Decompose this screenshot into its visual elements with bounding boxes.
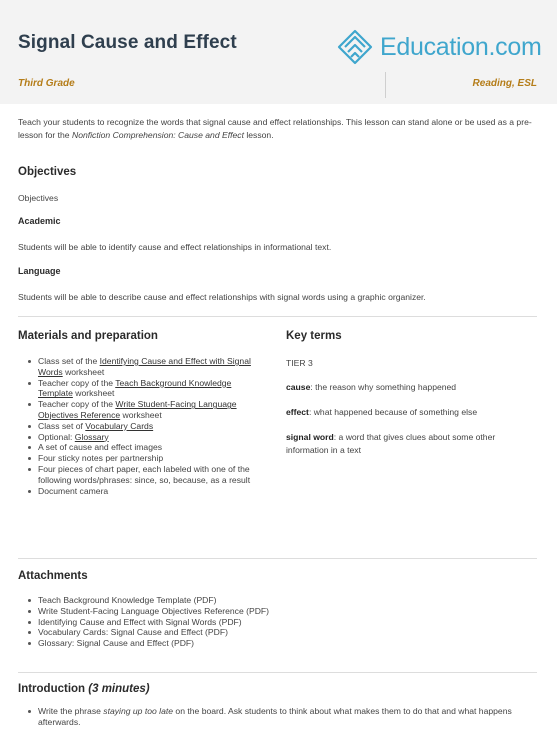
attachment-item[interactable]: Write Student-Facing Language Objectives… [26,606,526,617]
glossary-link[interactable]: Glossary [74,431,109,442]
materials-item: Four sticky notes per partnership [26,453,266,464]
key-terms-heading: Key terms [286,330,342,342]
intro-lesson-title: Nonfiction Comprehension: Cause and Effe… [71,129,244,140]
section-divider [18,558,537,559]
objectives-heading: Objectives [18,166,77,178]
materials-list: Class set of the Identifying Cause and E… [26,356,266,496]
materials-item: Teacher copy of the Teach Background Kno… [26,378,266,400]
language-heading: Language [18,266,61,276]
worksheet-link[interactable]: Identifying Cause and Effect with Signal… [38,356,251,377]
attachment-item[interactable]: Vocabulary Cards: Signal Cause and Effec… [26,627,526,638]
attachment-item[interactable]: Teach Background Knowledge Template (PDF… [26,595,526,606]
introduction-time: (3 minutes) [88,683,150,695]
materials-item: Class set of the Identifying Cause and E… [26,356,266,378]
materials-item: Four pieces of chart paper, each labeled… [26,464,266,486]
materials-item: Document camera [26,486,266,497]
header-divider [385,72,386,98]
attachments-list: Teach Background Knowledge Template (PDF… [26,595,526,649]
intro-text: Teach your students to recognize the wor… [18,117,532,140]
academic-objective: Students will be able to identify cause … [18,242,332,252]
materials-heading: Materials and preparation [18,330,158,342]
brand-logo[interactable]: Education.com [333,25,543,69]
introduction-item: Write the phrase staying up too late on … [26,706,526,728]
section-divider [18,316,537,317]
key-term-signal-word: signal word: a word that gives clues abo… [286,432,496,455]
tier-label: TIER 3 [286,358,313,368]
template-link[interactable]: Teach Background Knowledge Template [38,377,232,399]
education-logo-icon [337,29,373,65]
reference-link[interactable]: Write Student-Facing Language Objectives… [38,399,237,420]
brand-name: Education.com [380,33,542,61]
introduction-list: Write the phrase staying up too late on … [26,706,526,728]
key-term-cause: cause: the reason why something happened [286,382,457,392]
materials-item: Optional: Glossary [26,432,266,443]
section-divider [18,672,537,673]
materials-item: Class set of Vocabulary Cards [26,421,266,432]
introduction-heading: Introduction (3 minutes) [18,683,150,695]
subject-label: Reading, ESL [472,78,537,89]
attachment-item[interactable]: Identifying Cause and Effect with Signal… [26,617,526,628]
page-header: Signal Cause and Effect Education.com Th… [0,0,557,104]
page-title: Signal Cause and Effect [18,32,237,53]
intro-text-end: lesson. [243,129,274,140]
vocabulary-cards-link[interactable]: Vocabulary Cards [85,420,154,431]
lesson-intro: Teach your students to recognize the wor… [18,116,540,141]
academic-heading: Academic [18,216,61,226]
language-objective: Students will be able to describe cause … [18,292,426,302]
attachment-item[interactable]: Glossary: Signal Cause and Effect (PDF) [26,638,526,649]
grade-label: Third Grade [18,78,75,89]
materials-item: A set of cause and effect images [26,442,266,453]
materials-item: Teacher copy of the Write Student-Facing… [26,399,266,421]
attachments-heading: Attachments [18,570,88,582]
key-term-effect: effect: what happened because of somethi… [286,407,478,417]
objectives-label: Objectives [18,193,59,203]
